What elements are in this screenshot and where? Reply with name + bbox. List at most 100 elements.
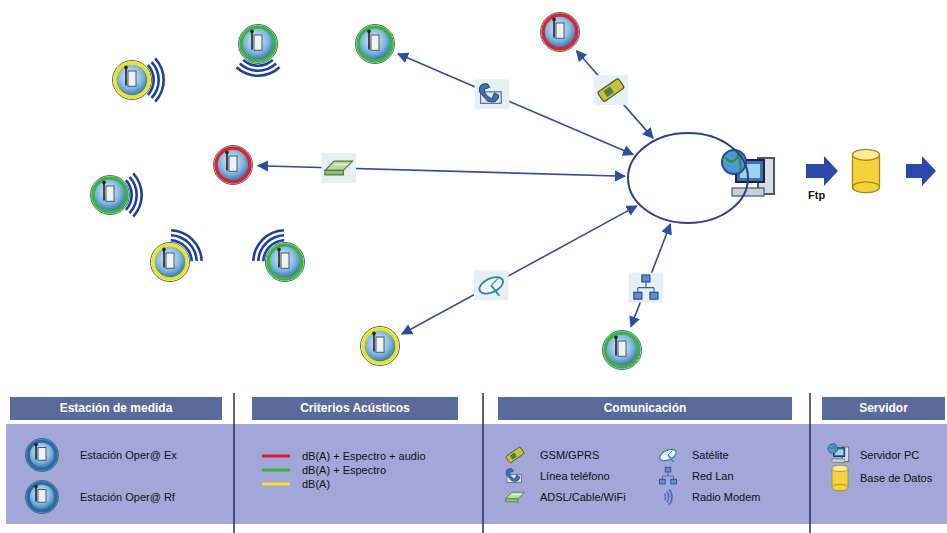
sat-mast	[491, 285, 499, 295]
node-outline	[600, 328, 644, 372]
adsl-box	[505, 492, 524, 498]
adsl-line	[512, 494, 522, 495]
legend-text: Servidor PC	[860, 448, 919, 462]
adsl-line	[334, 164, 348, 165]
hub-ellipse	[627, 132, 749, 224]
station-ring	[356, 25, 395, 64]
adsl-box	[325, 161, 353, 170]
ex-icon	[26, 481, 59, 514]
legend-text: ADSL/Cable/WiFi	[540, 490, 626, 504]
legend-heading: Estación de medida	[10, 397, 222, 419]
sat-feed	[668, 450, 673, 455]
pc-keyboard	[832, 459, 845, 462]
db-side	[832, 468, 833, 487]
legend-header-box	[498, 397, 792, 420]
phone-handset	[479, 84, 499, 102]
legend-divider	[809, 393, 811, 533]
station-device	[38, 448, 46, 461]
station-ring	[113, 61, 152, 100]
gsm-screen	[510, 453, 517, 460]
station-mic-head	[372, 332, 376, 336]
legend-heading: Servidor	[822, 397, 945, 419]
db-side	[848, 468, 849, 487]
adsl-side	[325, 170, 343, 175]
icon-ground	[594, 75, 629, 105]
legend-text: dB(A) + Espectro + audio	[302, 449, 426, 463]
station-node	[600, 328, 644, 372]
station-body	[543, 15, 577, 49]
station-node	[538, 10, 582, 54]
station-icon	[541, 13, 580, 52]
station-device	[281, 253, 289, 268]
icon-ground	[474, 270, 509, 300]
lan-icon	[629, 273, 664, 303]
station-mic-head	[367, 30, 371, 34]
station-ring	[151, 243, 190, 282]
station-body	[363, 329, 397, 363]
phone-handset	[506, 469, 520, 482]
out-arrow	[906, 156, 936, 186]
radio-arc	[668, 489, 672, 505]
station-mic-head	[552, 18, 556, 22]
sat-dish	[658, 447, 678, 463]
legend-swatch	[262, 483, 290, 486]
legend-text: dB(A)	[302, 477, 330, 491]
ex-icon	[26, 439, 59, 472]
gsm-icon	[594, 75, 629, 105]
station-icon	[26, 481, 59, 514]
legend-heading: Comunicación	[498, 397, 792, 419]
station-mic-head	[102, 181, 106, 185]
lan-host	[665, 467, 671, 472]
sat-icon	[658, 447, 678, 463]
station-mic	[125, 67, 127, 85]
station-ring	[26, 439, 59, 472]
pc-globe-land	[830, 446, 836, 452]
pc-icon	[828, 444, 849, 462]
station-mic	[35, 445, 37, 460]
station-body	[153, 245, 187, 279]
station-mic-head	[124, 66, 128, 70]
db-icon	[853, 149, 880, 192]
station-mic-head	[162, 248, 166, 252]
legend-text: GSM/GPRS	[540, 448, 599, 462]
pc-globe-land	[726, 156, 741, 170]
station-icon	[113, 61, 152, 100]
station-ring	[26, 481, 59, 514]
node-outline	[353, 22, 397, 66]
legend-text: Línea teléfono	[540, 469, 610, 483]
station-device	[556, 23, 564, 38]
gsm-phone	[505, 447, 524, 464]
radio-icon	[664, 489, 673, 505]
radio-arc	[664, 494, 666, 501]
icon-ground	[475, 79, 510, 109]
station-ring	[214, 146, 253, 185]
station-body	[115, 63, 149, 97]
station-body	[268, 245, 302, 279]
station-mic	[35, 487, 37, 502]
station-icon	[239, 25, 278, 64]
station-mic-head	[250, 30, 254, 34]
legend-text: Red Lan	[692, 469, 734, 483]
station-ring	[266, 243, 305, 282]
wave-arc	[236, 66, 281, 77]
legend-text: Satélite	[692, 448, 729, 462]
pc-globe	[828, 444, 838, 454]
station-device	[38, 490, 46, 503]
station-mic	[615, 337, 617, 355]
legend-text: Base de Datos	[860, 471, 932, 485]
legend-swatch	[262, 455, 290, 458]
station-mic-head	[277, 248, 281, 252]
sat-icon	[474, 270, 509, 300]
station-ring	[603, 331, 642, 370]
station-mic	[278, 249, 280, 267]
station-icon	[214, 146, 253, 185]
sat-mast	[668, 455, 674, 462]
ftp-arrow	[806, 156, 838, 186]
link-arrow	[402, 206, 637, 334]
station-mic-head	[34, 443, 38, 447]
adsl-side	[505, 499, 518, 502]
station-ring	[361, 327, 400, 366]
station-device	[106, 186, 114, 201]
station-mic-head	[225, 151, 229, 155]
station-body	[28, 483, 56, 511]
